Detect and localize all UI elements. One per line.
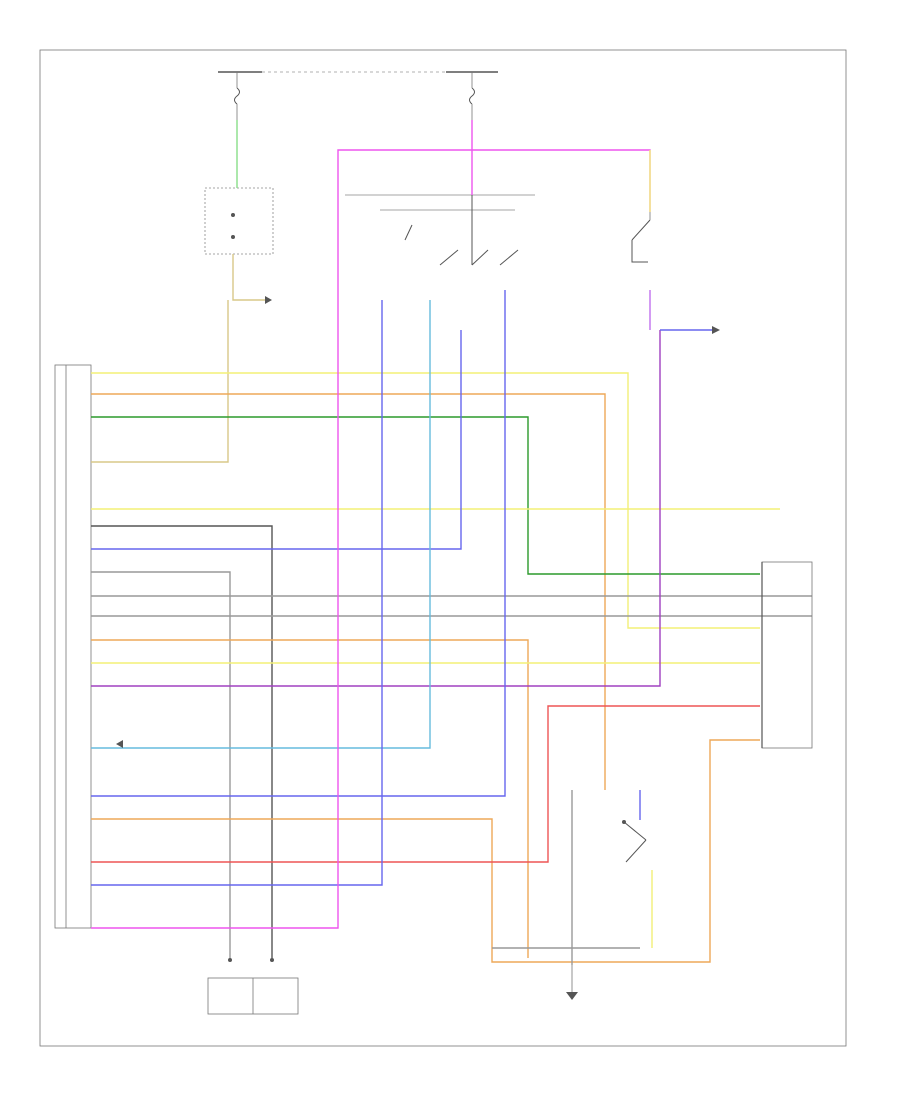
- brake-pedal-switch-box: [204, 187, 274, 255]
- arrow-right-icon: [712, 326, 720, 334]
- fuse-left: [234, 72, 240, 120]
- brake-lamp-switch: [631, 212, 651, 263]
- brake-switch-contact-icon: [231, 213, 235, 217]
- wire-set: [91, 120, 812, 965]
- fuse-right: [469, 72, 475, 120]
- brake-switch-contact-icon: [231, 235, 235, 239]
- ground-icon: [566, 965, 578, 1000]
- data-link-pin-icon: [228, 958, 232, 962]
- clutch-switch: [622, 820, 647, 863]
- diagram-frame: [39, 49, 847, 1047]
- cruise-control-switch: [345, 194, 535, 266]
- cruise-control-module: [54, 364, 92, 929]
- data-link-pin-icon: [270, 958, 274, 962]
- transmission-control-module: [761, 561, 813, 749]
- arrow-right-icon: [265, 296, 272, 304]
- arrow-left-icon: [116, 740, 123, 748]
